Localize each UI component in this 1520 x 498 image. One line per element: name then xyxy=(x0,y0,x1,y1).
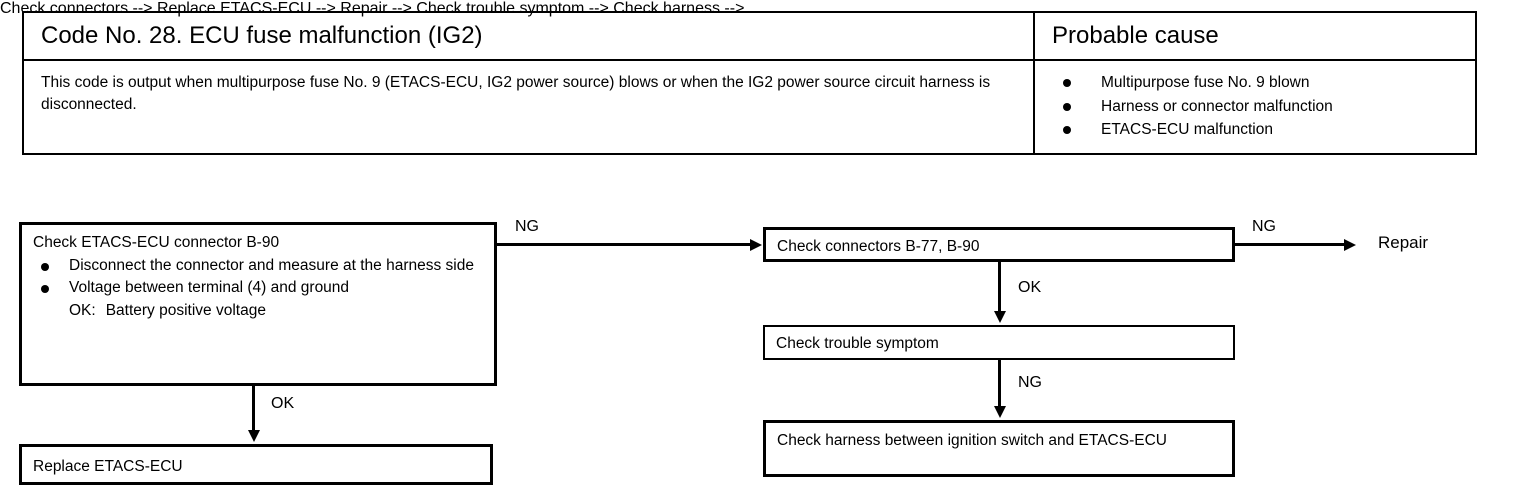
dtc-table: Code No. 28. ECU fuse malfunction (IG2) … xyxy=(22,11,1477,155)
dtc-cause-title: Probable cause xyxy=(1052,21,1219,49)
dtc-description-cell: This code is output when multipurpose fu… xyxy=(24,61,1033,153)
flow-node-title: Check connectors B-77, B-90 xyxy=(777,238,980,255)
edge-label-ng-symptom: NG xyxy=(1018,374,1042,391)
dtc-description: This code is output when multipurpose fu… xyxy=(41,74,991,114)
flow-node-check-connectors: Check connectors B-77, B-90 xyxy=(763,227,1235,262)
list-item: Voltage between terminal (4) and ground xyxy=(33,277,486,300)
arrowhead-down-icon xyxy=(247,430,260,442)
connector-ng-to-repair xyxy=(1235,243,1345,246)
connector-ok-to-replace-etacs xyxy=(252,386,255,432)
arrowhead-down-icon xyxy=(993,406,1006,418)
dtc-code-title-cell: Code No. 28. ECU fuse malfunction (IG2) xyxy=(24,13,1033,59)
arrowhead-down-icon xyxy=(993,311,1006,323)
flow-node-title: Replace ETACS-ECU xyxy=(33,458,183,475)
flow-node-check-etacs-connector: Check ETACS-ECU connector B-90 Disconnec… xyxy=(19,222,497,386)
ok-criteria-key: OK: xyxy=(69,301,96,319)
flow-node-replace-etacs: Replace ETACS-ECU xyxy=(19,444,493,485)
flow-node-check-trouble-symptom: Check trouble symptom xyxy=(763,325,1235,360)
flow-node-title: Check ETACS-ECU connector B-90 xyxy=(33,234,280,251)
connector-ng-to-check-connectors xyxy=(497,243,751,246)
dtc-table-header-row: Code No. 28. ECU fuse malfunction (IG2) … xyxy=(24,13,1475,59)
list-item: Disconnect the connector and measure at … xyxy=(33,255,486,278)
flow-node-check-harness: Check harness between ignition switch an… xyxy=(763,420,1235,477)
dtc-table-body-row: This code is output when multipurpose fu… xyxy=(24,59,1475,153)
edge-label-ok-left: OK xyxy=(271,395,295,412)
ok-criteria-value: Battery positive voltage xyxy=(105,301,266,319)
edge-label-ng-repair: NG xyxy=(1252,218,1276,235)
list-item: ETACS-ECU malfunction xyxy=(1063,118,1333,142)
list-item: Multipurpose fuse No. 9 blown xyxy=(1063,71,1333,95)
flow-node-title: Check trouble symptom xyxy=(776,335,939,352)
list-item: Harness or connector malfunction xyxy=(1063,95,1333,119)
dtc-code-title: Code No. 28. ECU fuse malfunction (IG2) xyxy=(41,21,483,49)
flow-node-title: Check harness between ignition switch an… xyxy=(777,432,1167,449)
connector-ng-to-check-harness xyxy=(998,360,1001,408)
flow-node-repair: Repair xyxy=(1378,233,1429,252)
arrowhead-right-icon xyxy=(1344,238,1356,251)
probable-cause-list: Multipurpose fuse No. 9 blown Harness or… xyxy=(1035,61,1333,142)
dtc-cause-title-cell: Probable cause xyxy=(1033,13,1475,59)
edge-label-ok-right: OK xyxy=(1018,279,1042,296)
dtc-cause-cell: Multipurpose fuse No. 9 blown Harness or… xyxy=(1033,61,1475,153)
flow-node-ok-criteria: OK: Battery positive voltage xyxy=(33,300,486,323)
connector-ok-to-check-symptom xyxy=(998,262,1001,313)
edge-label-ng-main: NG xyxy=(515,218,539,235)
flow-node-steps: Disconnect the connector and measure at … xyxy=(33,255,486,300)
arrowhead-right-icon xyxy=(750,238,762,251)
